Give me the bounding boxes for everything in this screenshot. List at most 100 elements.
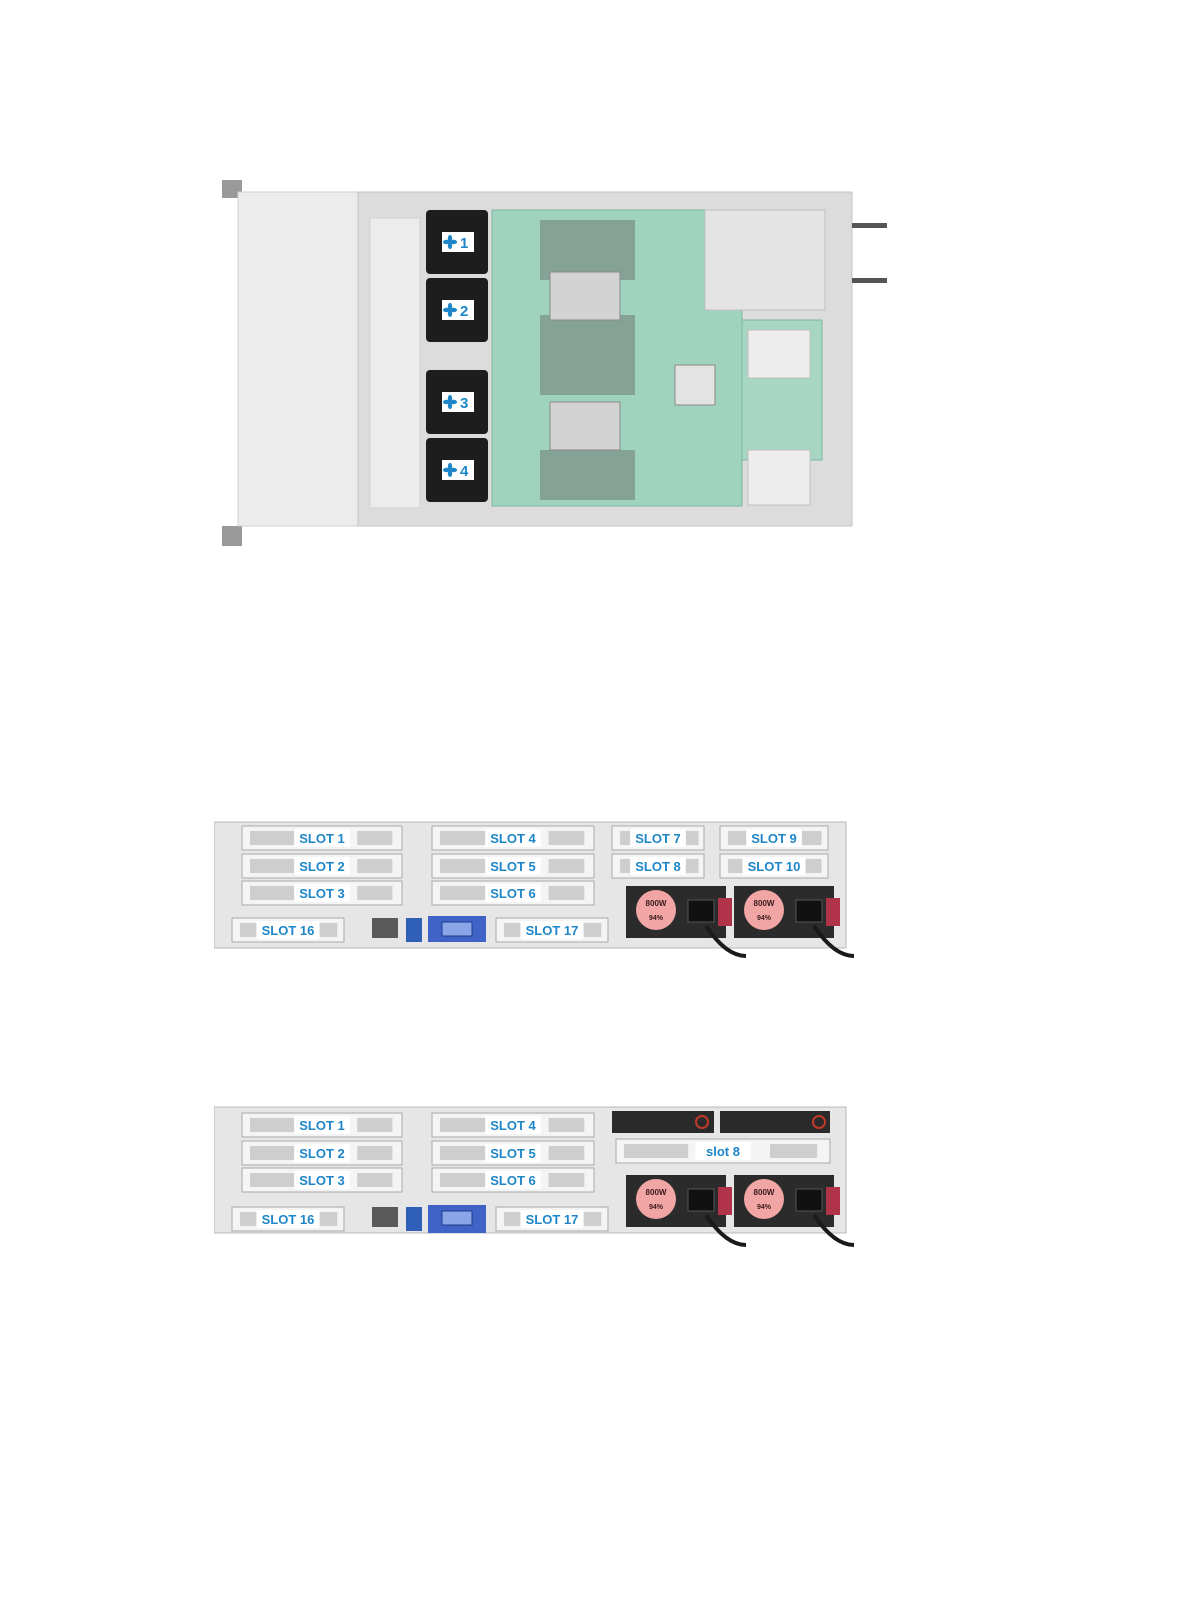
pcie-slot: SLOT 2 [242,1141,402,1165]
pcie-slot: SLOT 17 [496,1207,608,1231]
pcie-slot: SLOT 3 [242,1168,402,1192]
slot-vent [440,1173,489,1187]
slot-label: SLOT 6 [490,1173,536,1188]
slot-label: SLOT 1 [299,1118,345,1133]
slot-vent [549,859,585,873]
slot-label: SLOT 2 [299,1146,345,1161]
riser-bay [748,330,810,378]
psu-handle [718,1187,732,1215]
riser-bay [748,450,810,505]
pcie-slot: SLOT 5 [432,854,594,878]
slot-label: SLOT 2 [299,859,345,874]
slot-vent [357,1118,392,1132]
slot-vent [250,859,298,873]
slot-label: SLOT 3 [299,1173,345,1188]
slot-label: SLOT 16 [262,923,315,938]
slot-label: SLOT 5 [490,859,536,874]
server-rear-view-b-image: SLOT 1 SLOT 2 SLOT 3 SLOT 4 SLOT 5 SLOT 6 slot… [214,1105,904,1265]
pcie-slot: SLOT 1 [242,1113,402,1137]
pcie-slot: SLOT 16 [232,1207,344,1231]
rj45-port [372,918,398,938]
server-top-view-image: 1 2 3 4 [220,180,900,550]
rj45-port [372,1207,398,1227]
slot-vent [624,1144,688,1158]
pcie-slot: SLOT 3 [242,881,402,905]
pcie-slot: SLOT 17 [496,918,608,942]
power-inlet [796,1189,822,1211]
slot-vent [549,886,585,900]
slot-label: SLOT 4 [490,831,536,846]
power-inlet [688,900,714,922]
slot-vent [440,831,489,845]
psu-fan [636,1179,676,1219]
fan-module-1: 1 [426,210,488,274]
slot-vent [440,1146,489,1160]
slot-vent [250,1118,298,1132]
slot-label: SLOT 7 [635,831,681,846]
psu-efficiency: 94% [649,915,664,922]
slot-vent [357,831,392,845]
fan-number: 1 [460,235,468,252]
rear-handle [852,223,887,228]
server-rear-view-a-image: SLOT 1 SLOT 2 SLOT 3 SLOT 4 SLOT 5 SLOT 6 SLOT… [214,820,904,980]
fan-module-2: 2 [426,278,488,342]
slot-vent [549,1118,585,1132]
drive-bay [612,1111,714,1133]
slot-vent [440,886,489,900]
slot-vent [250,1146,298,1160]
usb-ports [406,1207,422,1231]
slot-label: slot 8 [706,1144,740,1159]
slot-label: SLOT 4 [490,1118,536,1133]
pcie-slot: SLOT 6 [432,881,594,905]
cpu-socket [550,272,620,320]
slot-label: SLOT 10 [748,859,801,874]
vga-connector [442,1211,472,1225]
chassis-ear [222,526,242,546]
fan-number: 4 [460,463,469,480]
pcie-slot: SLOT 10 [720,854,828,878]
slot-label: SLOT 6 [490,886,536,901]
server-rear-view-a: SLOT 1 SLOT 2 SLOT 3 SLOT 4 SLOT 5 SLOT 6 SLOT… [214,820,904,980]
pcie-slot: slot 8 [616,1139,830,1163]
server-rear-view-b: SLOT 1 SLOT 2 SLOT 3 SLOT 4 SLOT 5 SLOT 6 slot… [214,1105,904,1265]
psu-handle [826,1187,840,1215]
rear-handle [852,278,887,283]
pcie-slot: SLOT 1 [242,826,402,850]
pcie-slot: SLOT 5 [432,1141,594,1165]
pcie-slot: SLOT 4 [432,826,594,850]
slot-vent [250,831,298,845]
slot-label: SLOT 8 [635,859,681,874]
pcie-slot: SLOT 6 [432,1168,594,1192]
air-duct [370,218,420,508]
psu-wattage: 800W [646,899,667,908]
psu-fan [744,890,784,930]
psu-wattage: 800W [646,1188,667,1197]
slot-vent [549,1173,585,1187]
slot-label: SLOT 17 [526,923,579,938]
psu-handle [718,898,732,926]
server-top-view: 1 2 3 4 [220,180,900,550]
slot-vent [440,859,489,873]
slot-label: SLOT 17 [526,1212,579,1227]
slot-vent [549,831,585,845]
psu-efficiency: 94% [649,1204,664,1211]
usb-ports [406,918,422,942]
slot-vent [357,1173,392,1187]
psu-handle [826,898,840,926]
fan-number: 2 [460,303,468,320]
slot-label: SLOT 3 [299,886,345,901]
slot-vent [440,1118,489,1132]
psu-bay [705,210,825,310]
power-inlet [688,1189,714,1211]
slot-label: SLOT 9 [751,831,797,846]
psu-fan [636,890,676,930]
cpu-socket [550,402,620,450]
fan-number: 3 [460,395,468,412]
slot-vent [770,1144,817,1158]
slot-vent [357,859,392,873]
psu-fan [744,1179,784,1219]
slot-vent [250,1173,298,1187]
slot-vent [357,1146,392,1160]
slot-label: SLOT 1 [299,831,345,846]
psu-wattage: 800W [754,1188,775,1197]
